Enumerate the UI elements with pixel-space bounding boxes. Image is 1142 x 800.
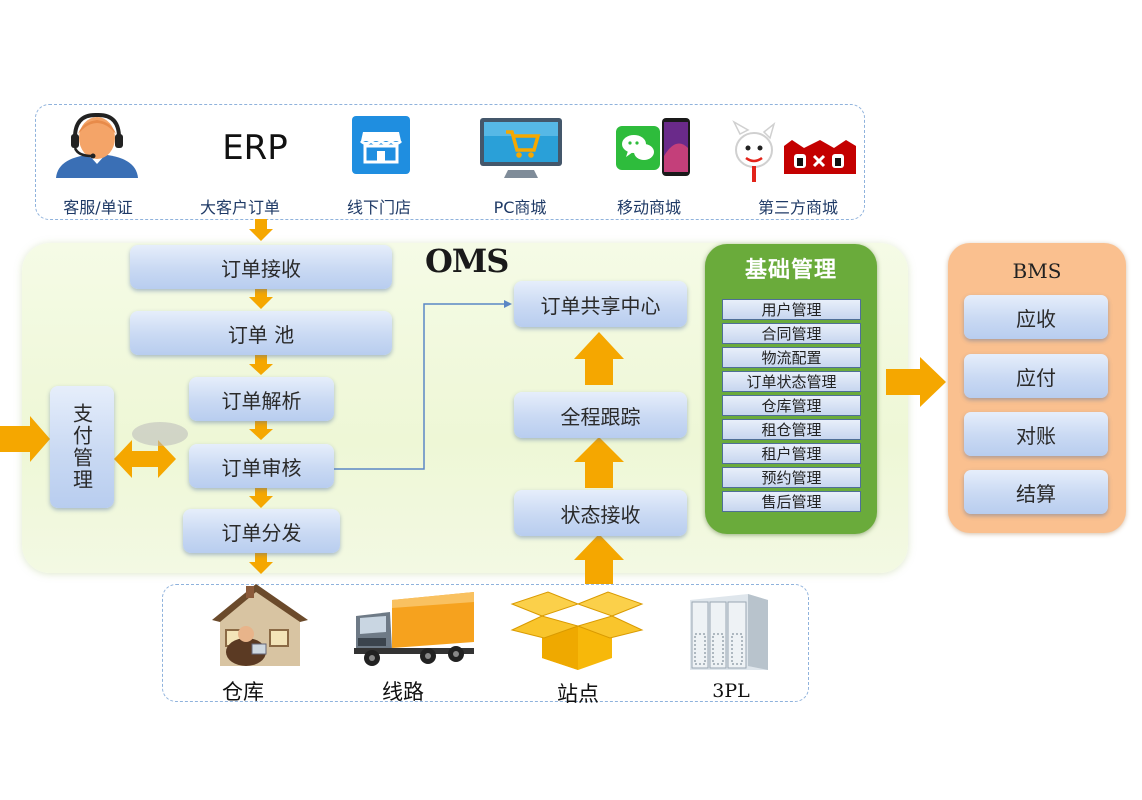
erp-text-icon: ERP: [222, 128, 288, 168]
arrow-parse-to-audit: [249, 421, 273, 440]
node-label-station: 站点: [557, 682, 599, 706]
bms-payable-box[interactable]: 应付: [964, 354, 1108, 398]
status-receive-box[interactable]: 状态接收: [514, 490, 687, 536]
bms-settlement-box[interactable]: 结算: [964, 470, 1108, 514]
channel-panel: [35, 104, 865, 220]
open-box-icon: [508, 586, 646, 672]
arrow-receive-to-pool: [249, 288, 273, 309]
jd-tmall-logo-icon: [724, 120, 862, 186]
arrow-channel-to-receive: [249, 219, 273, 241]
order-parse-box[interactable]: 订单解析: [189, 377, 334, 421]
base-management-title: 基础管理: [744, 257, 837, 283]
base-item-tenant[interactable]: 租户管理: [722, 443, 861, 464]
node-label-route: 线路: [382, 680, 424, 704]
warehouse-house-icon: [200, 582, 312, 668]
channel-label-customer-service: 客服/单证: [63, 198, 133, 217]
base-item-logistics-config[interactable]: 物流配置: [722, 347, 861, 368]
order-dispatch-box[interactable]: 订单分发: [183, 509, 340, 553]
bms-title: BMS: [1012, 259, 1062, 283]
arrow-audit-to-dispatch: [249, 488, 273, 508]
pc-shopping-cart-icon: [478, 116, 564, 180]
base-item-reservation[interactable]: 预约管理: [722, 467, 861, 488]
channel-label-erp: 大客户订单: [199, 198, 280, 217]
bms-receivable-box[interactable]: 应收: [964, 295, 1108, 339]
base-item-order-status[interactable]: 订单状态管理: [722, 371, 861, 392]
node-label-3pl: 3PL: [712, 680, 750, 702]
channel-label-store: 线下门店: [346, 198, 411, 217]
oms-title: OMS: [425, 242, 509, 280]
node-label-warehouse: 仓库: [222, 680, 264, 704]
arrow-to-bms: [886, 357, 946, 407]
channel-label-pc-mall: PC商城: [493, 198, 547, 217]
base-item-user[interactable]: 用户管理: [722, 299, 861, 320]
truck-icon: [352, 592, 478, 668]
base-item-contract[interactable]: 合同管理: [722, 323, 861, 344]
arrow-dispatch-to-nodes: [249, 553, 273, 574]
order-pool-box[interactable]: 订单 池: [130, 311, 392, 355]
order-share-center-box[interactable]: 订单共享中心: [514, 281, 687, 327]
full-tracking-box[interactable]: 全程跟踪: [514, 392, 687, 438]
store-icon: [352, 116, 410, 174]
customer-service-agent-icon: [52, 112, 142, 178]
order-receive-box[interactable]: 订单接收: [130, 245, 392, 289]
arrow-nodes-to-status: [574, 534, 624, 586]
shadow-decoration: [132, 422, 188, 446]
channel-label-mobile-mall: 移动商城: [616, 198, 681, 217]
arrow-into-payment: [0, 416, 50, 462]
channel-label-third-party-mall: 第三方商城: [757, 198, 838, 217]
connector-audit-to-share: [334, 303, 504, 470]
base-item-warehouse[interactable]: 仓库管理: [722, 395, 861, 416]
arrow-status-to-tracking: [574, 437, 624, 488]
wechat-phone-icon: [614, 116, 694, 178]
payment-management-box[interactable]: 支付管理: [50, 386, 114, 508]
bms-reconcile-box[interactable]: 对账: [964, 412, 1108, 456]
arrow-pool-to-parse: [249, 355, 273, 375]
arrow-tracking-to-share: [574, 332, 624, 385]
base-item-after-sales[interactable]: 售后管理: [722, 491, 861, 512]
order-audit-box[interactable]: 订单审核: [189, 444, 334, 488]
server-rack-icon: [688, 590, 772, 672]
base-item-rent-warehouse[interactable]: 租仓管理: [722, 419, 861, 440]
double-arrow-payment-audit: [114, 440, 176, 478]
